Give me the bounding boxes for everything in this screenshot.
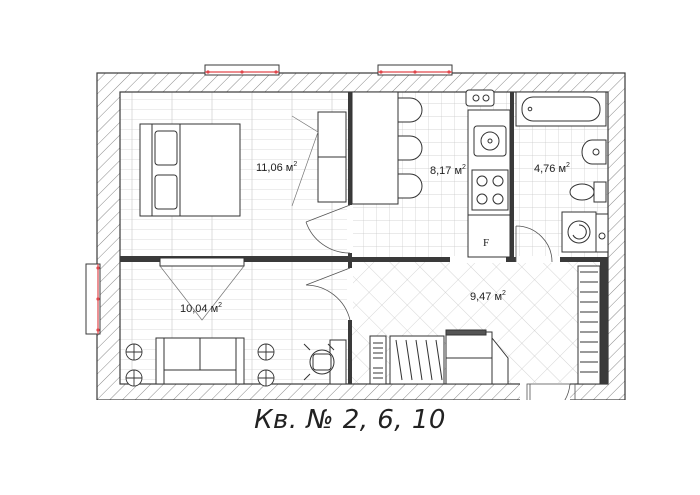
apartment-caption: Кв. № 2, 6, 10 [254,405,446,435]
windows [85,64,453,335]
balcony-door [526,383,576,400]
kitchen-chairs [397,97,423,199]
hall-shelf [491,336,509,385]
hall-cabinet [445,329,493,385]
tv-diagonal [159,265,245,321]
floor-plan: F 11,06 м2 [85,64,626,400]
room-label-living: 10,04 м2 [180,302,222,315]
bathtub-icon [515,91,607,127]
shoe-rack-icon [369,335,387,385]
room-label-hall: 9,47 м2 [470,290,506,303]
hall-wardrobe-icon [389,335,445,385]
sofa-icon [155,337,245,385]
sink-icon [473,125,507,157]
room-label-bedroom: 11,06 м2 [256,161,297,174]
stove-icon [471,169,509,211]
water-heater-icon [595,213,609,253]
room-label-kitchen: 8,17 м2 [430,164,466,177]
dining-table [351,91,399,205]
tv-console [159,257,245,267]
washbasin-icon [581,139,607,165]
room-label-bathroom: 4,76 м2 [534,162,570,175]
bed-icon [139,123,241,217]
fridge-label: F [483,237,489,249]
office-chair-icon [303,339,347,385]
door-openings [347,205,570,400]
washing-machine-icon [561,211,597,253]
bedroom-wardrobe [317,111,347,203]
door-swings [305,204,571,400]
bedroom-diagonal [291,115,319,207]
long-wardrobe-icon [577,265,601,385]
plant-icon [125,343,275,387]
toilet-icon [569,181,607,203]
cabinet-icon [465,89,495,107]
